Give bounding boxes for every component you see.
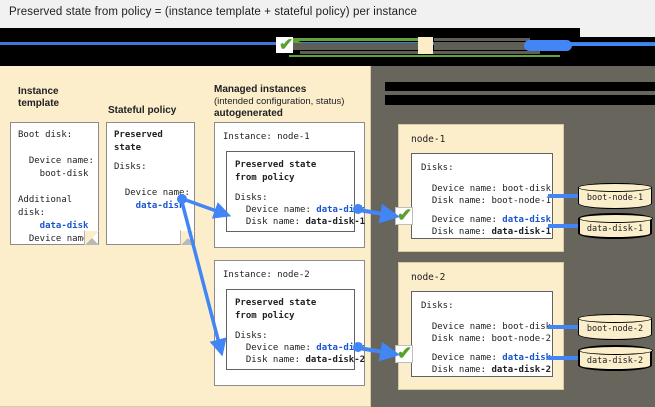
disks-label: Disks: [421, 301, 454, 311]
disk-name-value: data-disk-1 [491, 227, 552, 237]
managed-instances-autogenerated: autogenerated [214, 108, 283, 119]
node-disks-box: Disks: Device name: boot-disk Disk name:… [411, 153, 553, 239]
data-device-name-row: Device name: data-disk [421, 352, 551, 365]
check-icon: ✔ [397, 343, 413, 363]
disk-name-value: data-disk-2 [305, 355, 366, 365]
preserved-state-inner-box: Preserved state from policy Disks: Devic… [226, 151, 365, 232]
device-name-row: Device name: data-disk [235, 342, 365, 355]
node-panel-node-1: node-1 Disks: Device name: boot-disk Dis… [398, 124, 564, 252]
disks-label: Disks: [421, 163, 454, 173]
banner-blue-blob [524, 40, 572, 51]
redacted-title-line-2 [385, 95, 655, 105]
instance-label: Instance: node-1 [223, 132, 310, 142]
disk-name-value: data-disk-1 [305, 217, 366, 227]
stateful-policy-heading: Stateful policy [108, 105, 177, 116]
disk-name-row: Disk name: data-disk-2 [235, 354, 365, 367]
instance-template-text: Boot disk: Device name: boot-disk Additi… [18, 130, 94, 244]
device-name-value: data-disk [316, 205, 366, 215]
device-name-label: Device name: [421, 353, 503, 363]
banner-top-gap [580, 28, 655, 37]
disk-cylinder-data-disk-1: data-disk-1 [578, 213, 653, 239]
disk-name-row: Disk name: data-disk-1 [235, 216, 365, 229]
redacted-title-line-1 [385, 82, 655, 91]
status-check-badge-node-2: ✔ [395, 343, 413, 363]
managed-instance-box-node-1: Instance: node-1 Preserved state from po… [214, 122, 365, 248]
node-title: node-1 [411, 134, 446, 145]
node-title: node-2 [411, 272, 446, 283]
disk-cylinder-data-disk-2: data-disk-2 [578, 345, 653, 371]
data-disk-name-row: Disk name: data-disk-1 [421, 226, 551, 239]
managed-instances-subtitle: (intended configuration, status) [214, 96, 345, 107]
check-icon: ✔ [279, 35, 294, 54]
cylinder-top [579, 346, 653, 355]
preserved-state-heading: Preserved state from policy [235, 298, 317, 321]
disk-name-value: data-disk-2 [491, 365, 552, 375]
page-fold-inner [181, 231, 195, 245]
disks-label: Disks: [235, 331, 268, 341]
banner-green-rule-1 [290, 38, 418, 41]
instance-template-card: Boot disk: Device name: boot-disk Additi… [10, 122, 99, 245]
cylinder-label: data-disk-1 [586, 224, 644, 234]
page-fold-inner [85, 231, 99, 245]
banner-beige-box [418, 37, 433, 54]
stateful-policy-highlight: data-disk [114, 201, 185, 211]
managed-instance-box-node-2: Instance: node-2 Preserved state from po… [214, 260, 365, 386]
disk-name-label: Disk name: [421, 365, 492, 375]
disk-cylinder-boot-node-1: boot-node-1 [578, 183, 652, 209]
boot-device-name: Device name: boot-disk [421, 184, 552, 194]
boot-disk-name: Disk name: boot-node-1 [421, 196, 552, 206]
check-icon: ✔ [397, 205, 413, 225]
node-disks-box: Disks: Device name: boot-disk Disk name:… [411, 291, 553, 377]
device-name-value: data-disk [502, 353, 552, 363]
cylinder-top [578, 314, 652, 323]
disks-label: Disks: [235, 193, 268, 203]
banner-gray-rule-3 [434, 38, 530, 41]
node-panel-node-2: node-2 Disks: Device name: boot-disk Dis… [398, 262, 564, 390]
device-name-label: Device name: [421, 215, 503, 225]
banner-check-box [276, 37, 293, 53]
data-device-name-row: Device name: data-disk [421, 214, 551, 227]
data-disk-name-row: Disk name: data-disk-2 [421, 364, 551, 377]
disk-name-label: Disk name: [235, 355, 306, 365]
instance-template-highlight: data-disk [18, 221, 89, 231]
disk-name-label: Disk name: [235, 217, 306, 227]
caption-bar: Preserved state from policy = (instance … [0, 0, 655, 28]
cylinder-top [578, 183, 652, 192]
banner-green-rule-2 [289, 55, 560, 57]
device-name-label: Device name: [235, 205, 317, 215]
stateful-policy-text: Disks: Device name: [114, 162, 190, 198]
status-check-badge-node-1: ✔ [395, 205, 413, 225]
device-name-row: Device name: data-disk [235, 204, 365, 217]
cylinder-label: data-disk-2 [586, 356, 644, 366]
instance-label: Instance: node-2 [223, 270, 310, 280]
page-title: Preserved state from policy = (instance … [9, 6, 418, 18]
disk-name-label: Disk name: [421, 227, 492, 237]
stateful-policy-card: Preserved state Disks: Device name: data… [106, 122, 195, 245]
banner-blue-rule-2 [560, 43, 655, 46]
preserved-state-heading: Preserved state from policy [235, 160, 317, 183]
cylinder-top [579, 214, 653, 223]
banner-gray-bar-1 [292, 43, 418, 50]
boot-device-name: Device name: boot-disk [421, 322, 552, 332]
disk-cylinder-boot-node-2: boot-node-2 [578, 314, 652, 340]
preserved-state-inner-box: Preserved state from policy Disks: Devic… [226, 289, 365, 370]
cylinder-label: boot-node-2 [586, 324, 644, 334]
banner-gray-bar-2 [434, 42, 534, 50]
device-name-value: data-disk [502, 215, 552, 225]
device-name-label: Device name: [235, 343, 317, 353]
redacted-banner: ✔ [0, 28, 655, 66]
device-name-value: data-disk [316, 343, 366, 353]
instance-template-heading: Instance template [18, 86, 60, 109]
boot-disk-name: Disk name: boot-node-2 [421, 334, 552, 344]
stateful-policy-heading-text: Preserved state [114, 130, 163, 153]
managed-instances-heading: Managed instances [214, 84, 307, 95]
cylinder-label: boot-node-1 [586, 193, 644, 203]
